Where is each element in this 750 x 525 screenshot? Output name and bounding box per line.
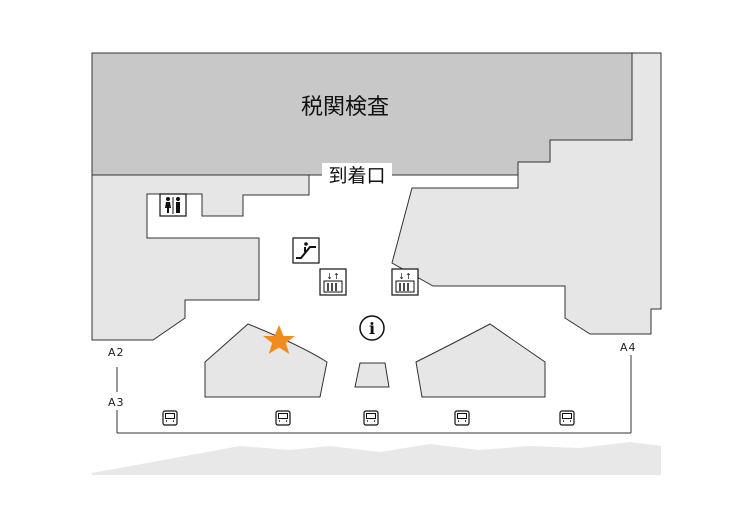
right-island [415, 323, 546, 398]
bus-icon[interactable] [454, 410, 470, 426]
bus-icon[interactable] [363, 410, 379, 426]
left-island [204, 323, 328, 398]
gate-label-a2: A2 [108, 346, 125, 359]
left-building-area [91, 174, 310, 341]
star-icon [263, 325, 295, 354]
bus-icon[interactable] [162, 410, 178, 426]
arrival-exit-label: 到着口 [328, 165, 385, 187]
escalator-icon[interactable] [292, 237, 320, 264]
svg-text:↓↑: ↓↑ [398, 272, 411, 281]
center-island [354, 362, 390, 388]
elevator-icon[interactable]: ↓↑ [391, 268, 419, 296]
arrival-exit-label-bg [322, 163, 392, 187]
gate-label-a4: A4 [620, 341, 637, 354]
elevator-icon[interactable]: ↓↑ [319, 268, 347, 296]
customs-area [91, 52, 633, 176]
svg-text:↓↑: ↓↑ [326, 272, 339, 281]
customs-label: 税関検査 [301, 95, 389, 120]
curb-strip [92, 442, 661, 475]
svg-text:i: i [369, 319, 375, 338]
information-icon[interactable]: i [359, 315, 385, 341]
bus-icon[interactable] [275, 410, 291, 426]
bus-icon[interactable] [559, 410, 575, 426]
gate-label-a3: A3 [108, 396, 125, 409]
restroom-icon[interactable] [159, 193, 187, 217]
